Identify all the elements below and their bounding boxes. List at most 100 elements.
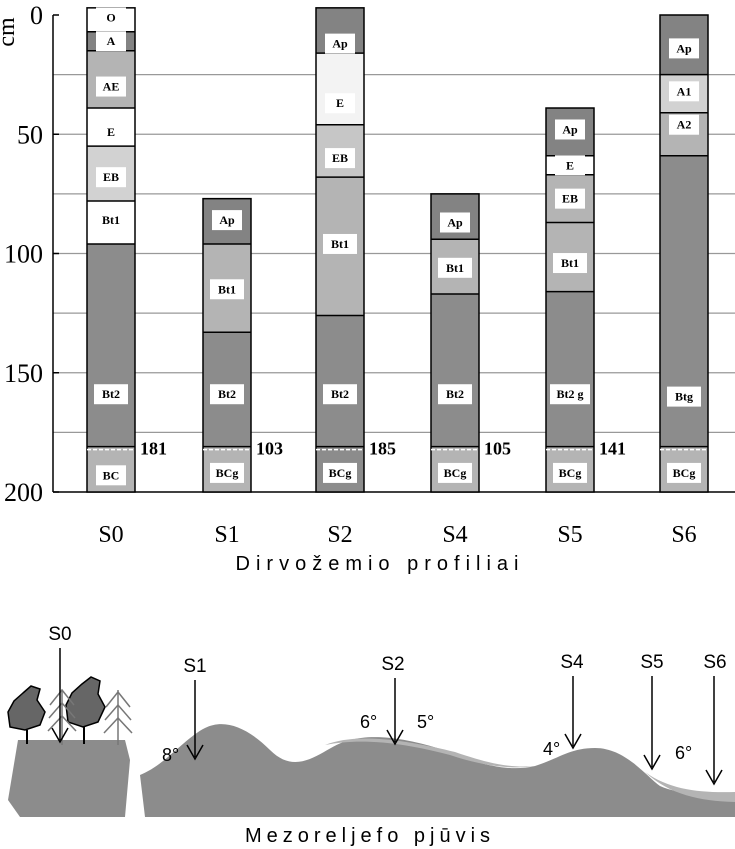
slope-label: 6° <box>360 712 377 732</box>
horizon-label-box <box>438 257 472 278</box>
profile-depth-label: 103 <box>256 439 283 459</box>
horizon-label-box <box>323 462 357 483</box>
horizon-label: Bt2 <box>102 387 120 401</box>
profile-columns: OAAEEEBBt1Bt2BC181ApBt1Bt2BCg103ApEEBBt1… <box>86 7 709 493</box>
site-label: S2 <box>381 654 404 675</box>
slope-label: 4° <box>543 739 560 759</box>
profile-name: S0 <box>98 522 123 548</box>
y-tick-label: 100 <box>4 240 43 269</box>
profile-outline <box>545 107 595 493</box>
conifer-icon <box>47 688 77 745</box>
profile-name: S1 <box>214 522 239 548</box>
horizon-label-box <box>323 233 357 254</box>
horizon-label-box <box>96 121 126 142</box>
horizon-label-box <box>669 114 699 135</box>
profiles-caption: Dirvožemio profiliai <box>236 553 525 575</box>
slope-label: 5° <box>417 712 434 732</box>
profile-name: S4 <box>442 522 467 548</box>
horizon-label: Bt2 <box>218 387 236 401</box>
terrain-upper-layer-s2 <box>325 738 535 768</box>
horizon-label-box <box>325 93 355 114</box>
horizon-label: AE <box>103 80 120 94</box>
site-label: S4 <box>560 652 584 673</box>
horizon-label-box <box>550 384 590 405</box>
y-tick-label: 150 <box>4 359 43 388</box>
horizon-label-box <box>212 210 242 231</box>
horizon-label-box <box>94 384 128 405</box>
horizon-label: EB <box>562 192 578 206</box>
horizon-label: E <box>336 96 344 110</box>
horizon-label: Bt2 g <box>557 387 584 401</box>
horizon-label-box <box>553 253 587 274</box>
horizon-label: BC <box>103 468 120 482</box>
horizon-label: BCg <box>329 466 352 480</box>
horizon-label-box <box>555 119 585 140</box>
horizon-label: BCg <box>559 466 582 480</box>
horizon-label: Bt2 <box>331 387 349 401</box>
horizon-label: A1 <box>677 84 692 98</box>
horizon-label: A2 <box>677 118 692 132</box>
soil-horizon <box>431 294 479 447</box>
slope-label: 8° <box>162 745 179 765</box>
horizon-label-box <box>438 462 472 483</box>
soil-horizon <box>316 315 364 447</box>
site-label: S6 <box>703 652 726 673</box>
horizon-label-box <box>96 76 126 97</box>
horizon-label: Bt1 <box>102 213 120 227</box>
site-marker-s1: S1 <box>183 656 207 761</box>
horizon-label-box <box>553 462 587 483</box>
site-marker-s4: S4 <box>560 652 584 750</box>
horizon-label: Bt1 <box>331 237 349 251</box>
horizon-label: Ap <box>562 122 578 136</box>
profile-depth-label: 185 <box>369 439 396 459</box>
horizon-label-box <box>325 148 355 169</box>
tree-icon <box>7 685 46 744</box>
horizon-label-box <box>96 31 126 52</box>
horizon-label: Ap <box>219 213 235 227</box>
horizon-label: BCg <box>216 466 239 480</box>
horizon-label: EB <box>332 151 348 165</box>
horizon-label: E <box>107 125 115 139</box>
profile-name: S2 <box>327 522 352 548</box>
site-label: S0 <box>48 624 71 645</box>
conifer-icon <box>103 690 133 745</box>
horizon-label: O <box>106 10 115 24</box>
horizon-label: Ap <box>676 41 692 55</box>
site-label: S1 <box>183 656 206 677</box>
site-marker-s0: S0 <box>48 624 72 744</box>
site-label: S5 <box>640 652 663 673</box>
soil-horizon <box>87 243 135 447</box>
slope-label: 6° <box>675 743 692 763</box>
soil-horizon <box>546 291 594 447</box>
profile-outline <box>315 7 365 493</box>
horizon-label-box <box>96 465 126 486</box>
horizon-label: Bt1 <box>446 261 464 275</box>
horizon-label-box <box>667 386 701 407</box>
site-marker-s5: S5 <box>640 652 664 771</box>
horizon-label: BCg <box>673 466 696 480</box>
horizon-label-box <box>440 212 470 233</box>
cross-section-caption: Mezoreljefo pjūvis <box>245 825 495 847</box>
horizon-label-box <box>667 462 701 483</box>
profile-depth-label: 181 <box>140 439 167 459</box>
horizon-label: Bt2 <box>446 387 464 401</box>
y-tick-label: 0 <box>30 1 43 30</box>
horizon-label-box <box>669 81 699 102</box>
horizon-label: A <box>107 34 116 48</box>
y-axis-unit: cm <box>0 17 20 47</box>
horizon-label: Ap <box>447 215 463 229</box>
horizon-label-box <box>210 462 244 483</box>
terrain-cross-section: S0 S1 S2 S4 S5 S6 8° <box>7 624 735 847</box>
horizon-label: EB <box>103 170 119 184</box>
site-marker-s6: S6 <box>703 652 727 786</box>
